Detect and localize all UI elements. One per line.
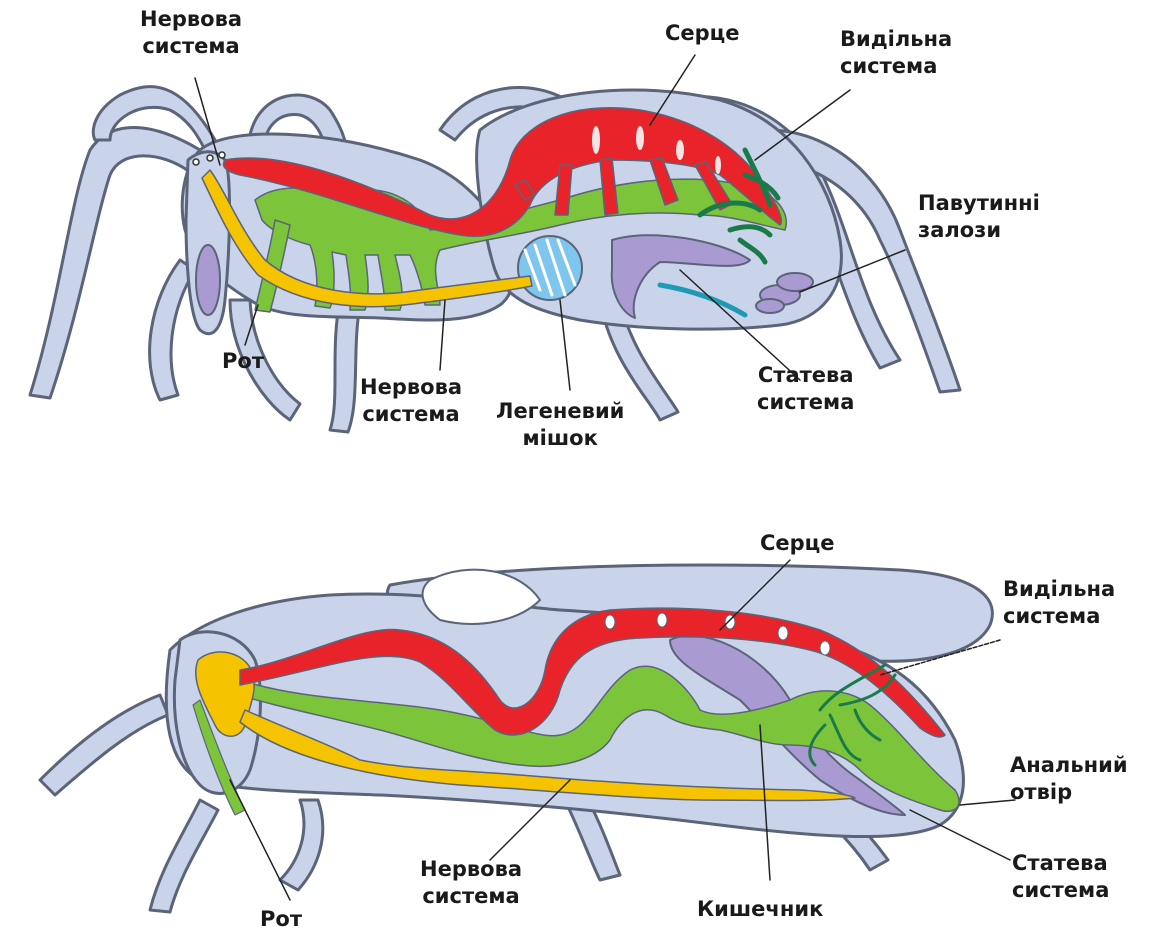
label-insect-heart: Серце [760, 530, 835, 557]
insect-diagram [40, 560, 1015, 912]
spider-chelicera-gland [196, 245, 220, 315]
label-insect-nervous: Нервова система [420, 856, 522, 910]
label-insect-reproductive: Статева система [1012, 850, 1109, 904]
label-spider-heart: Серце [665, 20, 740, 47]
label-spider-nervous-bottom: Нервова система [360, 374, 462, 428]
label-insect-excretory: Видільна система [1003, 576, 1115, 630]
label-insect-anus: Анальний отвір [1010, 752, 1128, 806]
label-spider-nervous-top: Нервова система [140, 6, 242, 60]
spider-silk-gland-3 [756, 299, 784, 313]
label-spider-book-lung: Легеневий мішок [496, 398, 624, 452]
label-spider-excretory: Видільна система [840, 26, 952, 80]
label-spider-reproductive: Статева система [757, 362, 854, 416]
label-spider-silk-glands: Павутинні залози [918, 190, 1040, 244]
label-spider-mouth: Рот [222, 348, 264, 375]
label-insect-intestine: Кишечник [697, 896, 823, 923]
label-insect-mouth: Рот [260, 906, 302, 933]
